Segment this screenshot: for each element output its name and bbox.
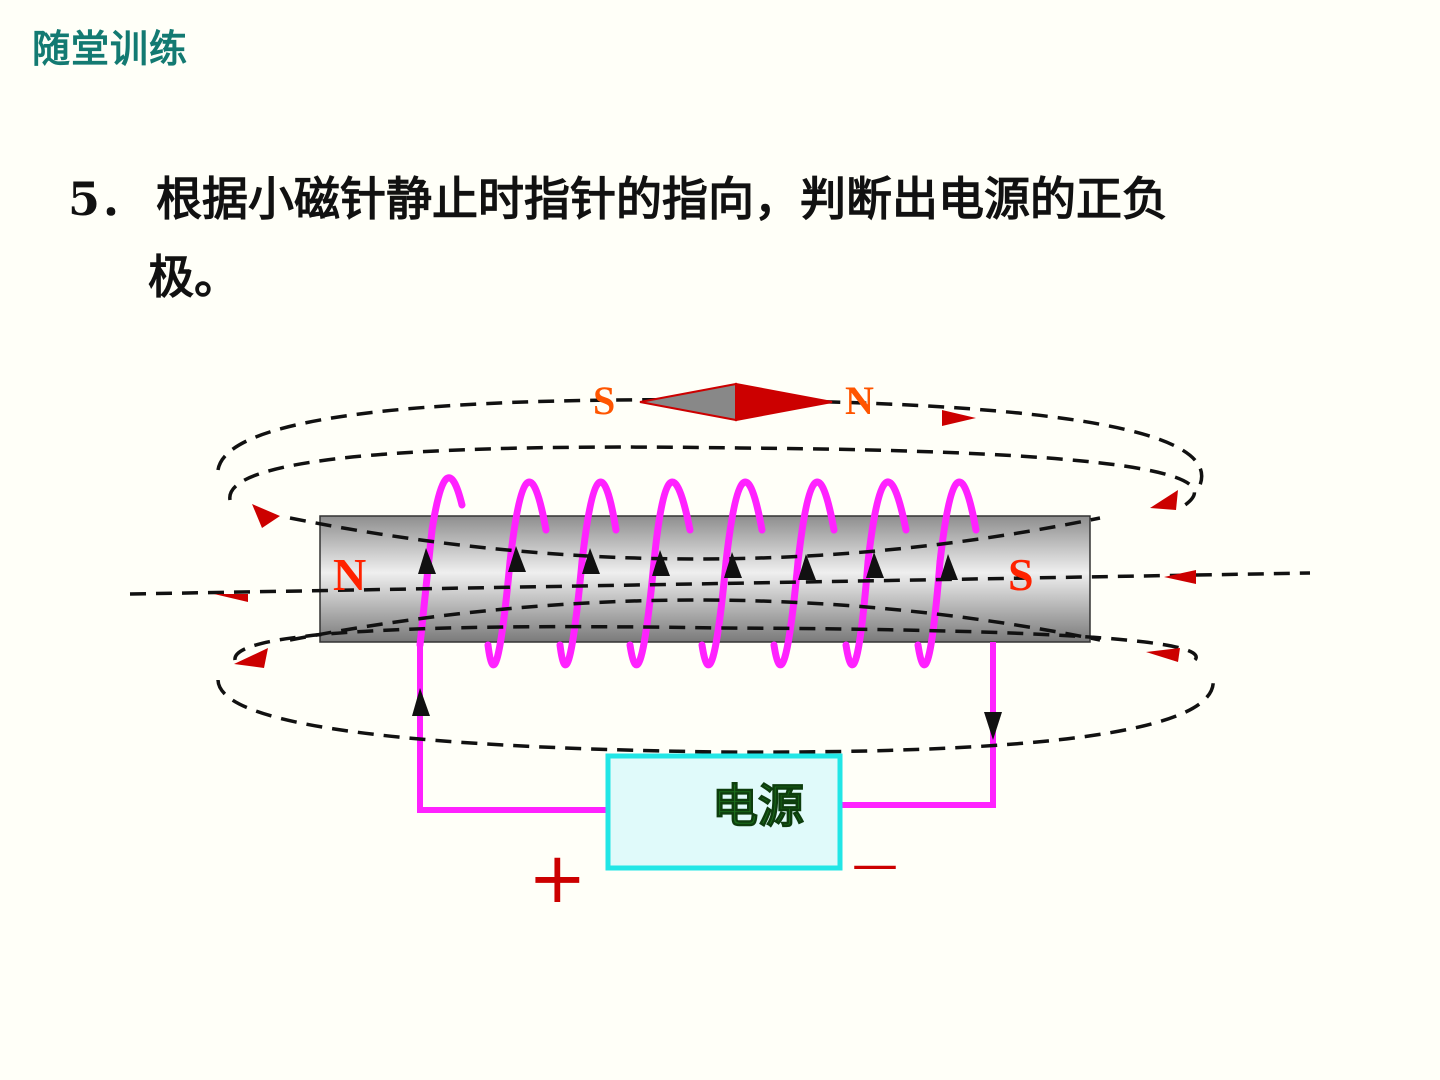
compass-north-label: N	[845, 378, 874, 423]
question-line-2: 极。	[148, 250, 240, 304]
field-arrow-icon	[234, 648, 268, 668]
compass-south-half	[639, 382, 737, 422]
field-arrows	[214, 410, 1196, 668]
compass-north-half	[735, 382, 833, 422]
question-number: 5．	[68, 172, 147, 226]
current-arrow-icon	[582, 548, 600, 574]
field-arrow-icon	[1164, 570, 1196, 584]
current-arrow-icon	[508, 546, 526, 572]
field-arrow-icon	[942, 410, 976, 426]
solenoid-south-pole-label: S	[1008, 549, 1034, 600]
current-arrow-icon	[724, 552, 742, 578]
field-arrow-icon	[1146, 648, 1180, 662]
current-arrow-icon	[940, 554, 958, 580]
positive-terminal-sign: +	[528, 837, 587, 919]
compass-south-label: S	[593, 378, 615, 423]
compass-needle	[639, 382, 833, 422]
section-title: 随堂训练	[32, 27, 189, 71]
field-arrow-icon	[252, 504, 280, 528]
question-body: 根据小磁针静止时指针的指向，判断出电源的正负	[156, 172, 1168, 226]
question-line-1: 5．根据小磁针静止时指针的指向，判断出电源的正负	[68, 160, 1328, 238]
current-arrow-icon	[412, 688, 430, 716]
field-arrow-icon	[1150, 490, 1178, 510]
current-arrow-icon	[866, 552, 884, 578]
current-arrow-icon	[652, 550, 670, 576]
question-text: 5．根据小磁针静止时指针的指向，判断出电源的正负 极。	[68, 160, 1328, 316]
current-arrows	[412, 546, 1002, 740]
current-arrow-icon	[984, 712, 1002, 740]
power-source-box	[605, 753, 843, 871]
current-arrow-icon	[798, 554, 816, 580]
solenoid-core	[319, 515, 1091, 643]
negative-terminal-sign: —	[852, 837, 898, 891]
coil-back	[428, 474, 980, 566]
solenoid-north-pole-label: N	[333, 549, 366, 600]
power-source-label: 电源	[712, 779, 804, 833]
current-arrow-icon	[418, 548, 436, 574]
field-arrow-icon	[214, 594, 248, 602]
